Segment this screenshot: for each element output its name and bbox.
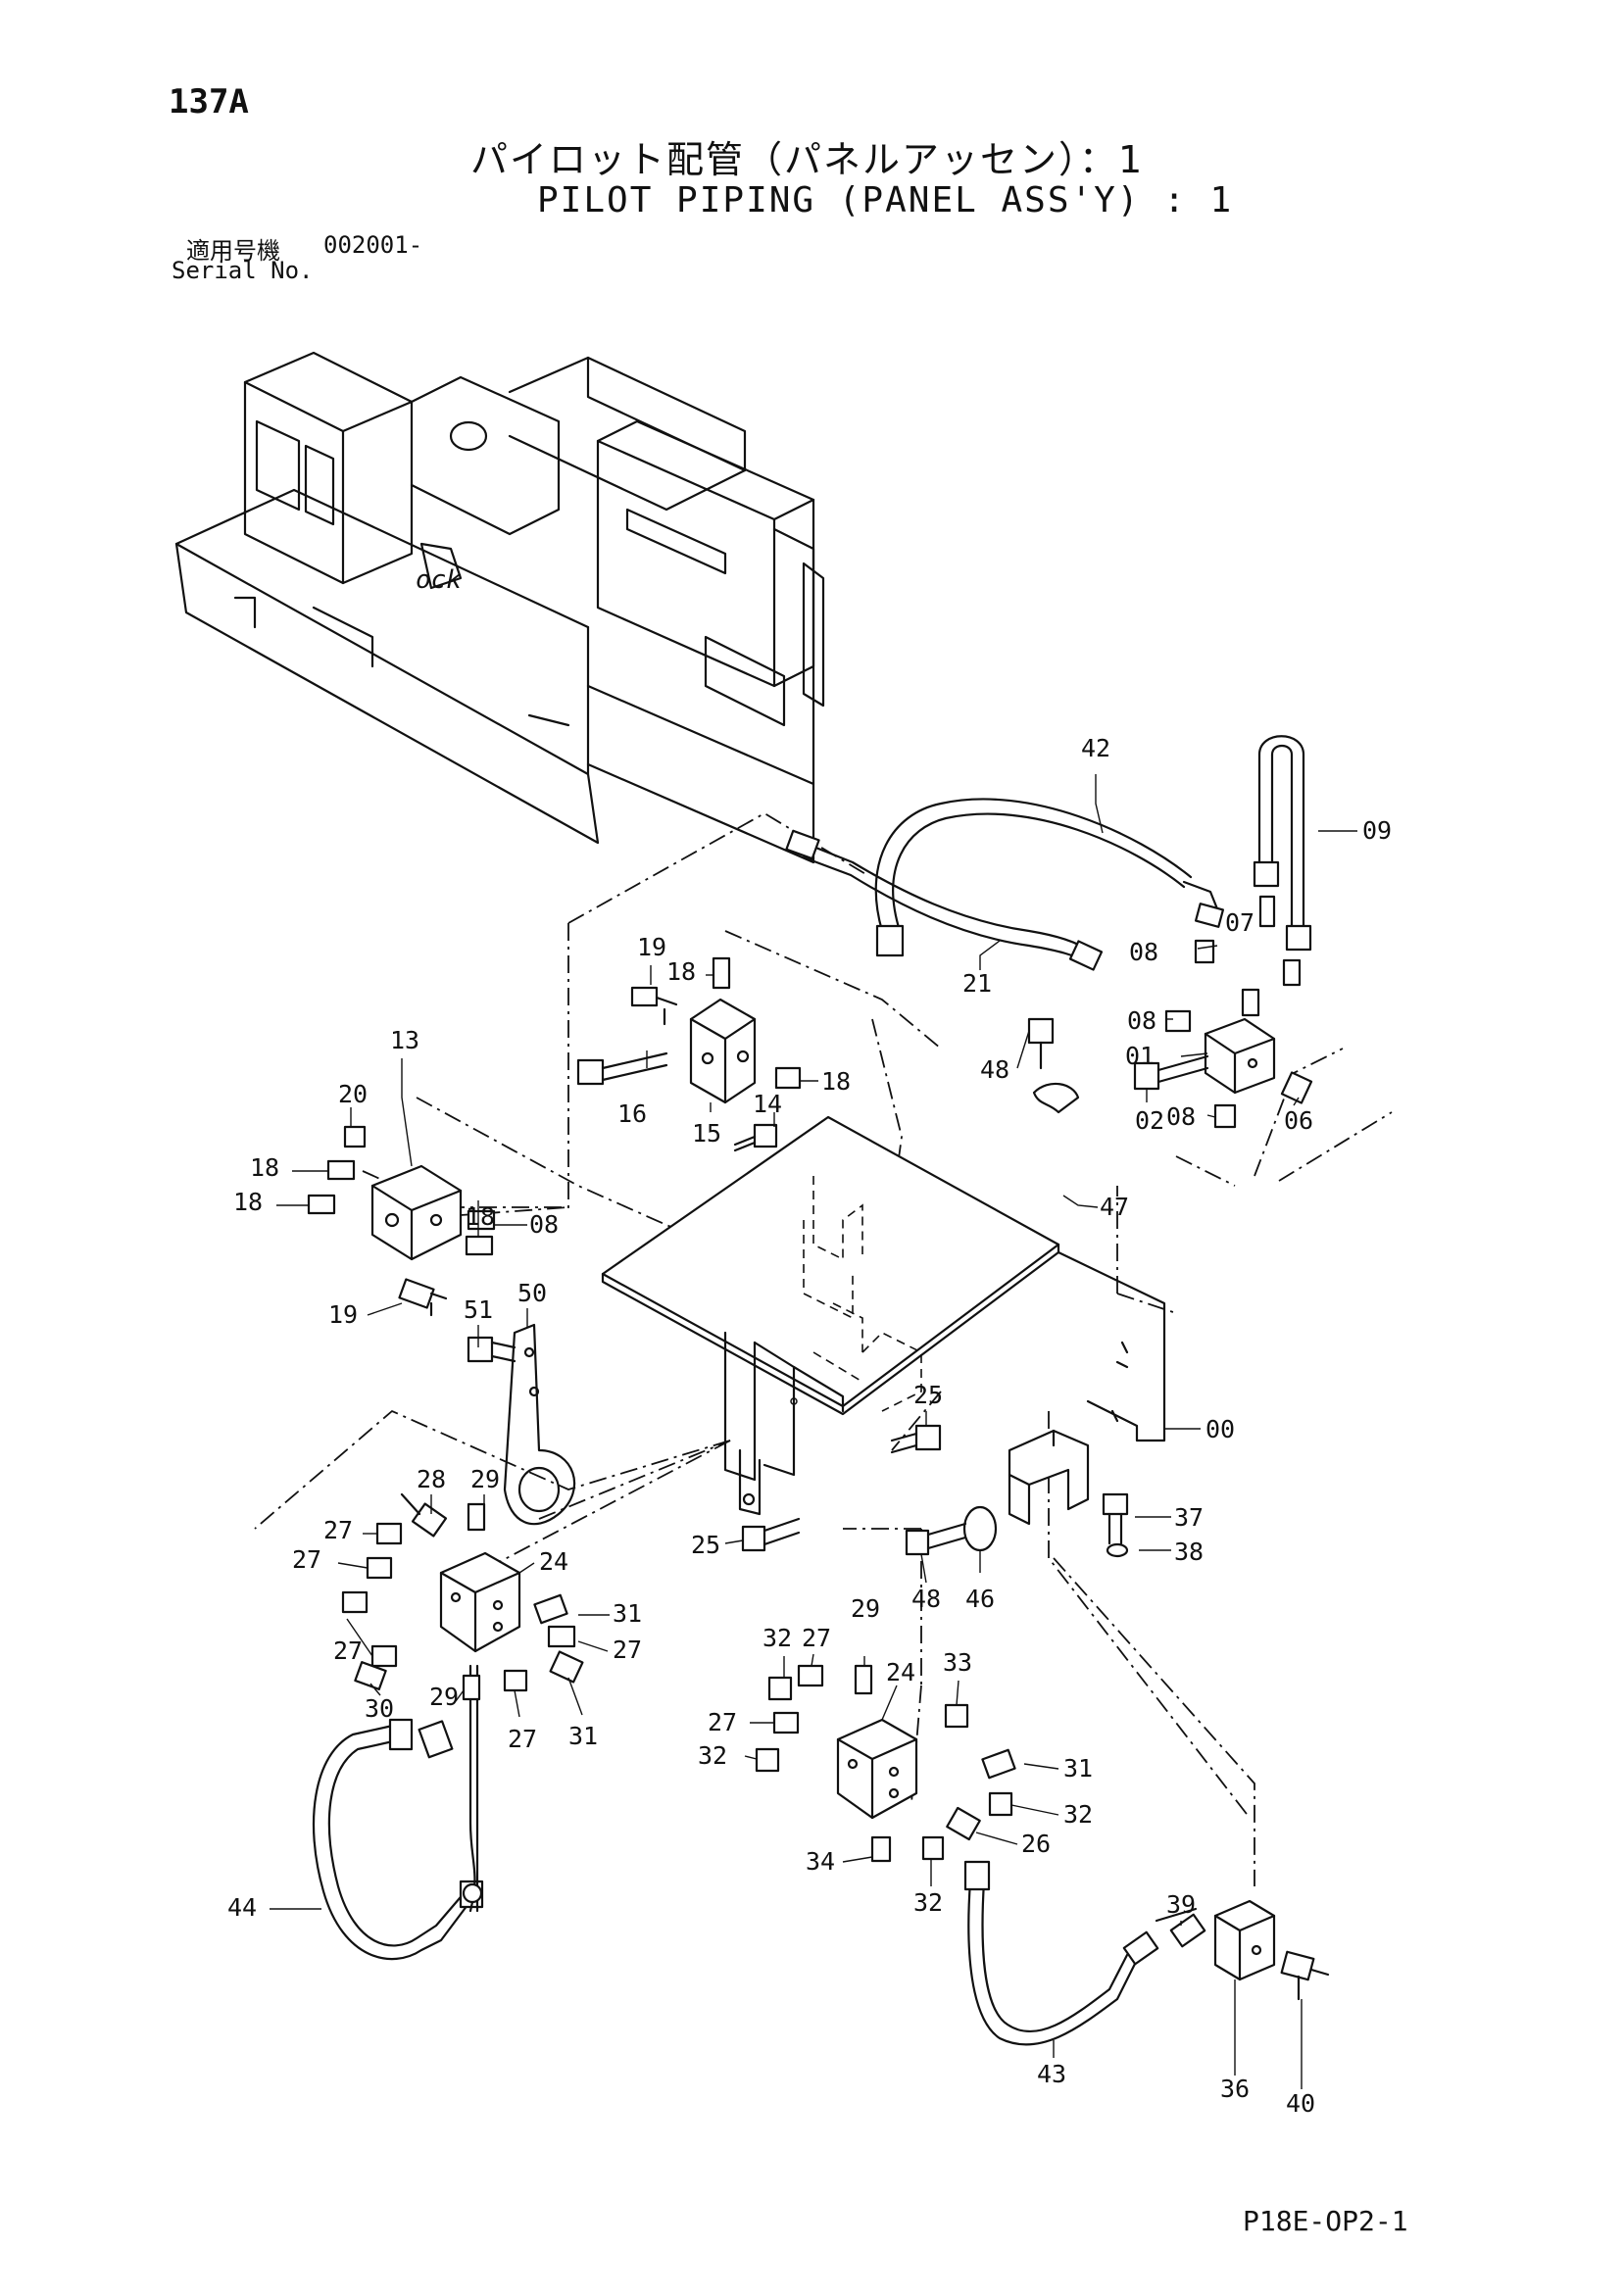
callout-27-d: 27 xyxy=(613,1636,642,1664)
drawing-code: P18E-OP2-1 xyxy=(1243,2205,1408,2237)
callout-31-b: 31 xyxy=(568,1722,598,1750)
callout-29-c: 29 xyxy=(851,1594,880,1623)
callout-29-a: 29 xyxy=(470,1465,500,1493)
callout-44: 44 xyxy=(227,1893,257,1922)
callout-33: 33 xyxy=(943,1648,972,1677)
callout-38: 38 xyxy=(1174,1538,1204,1566)
callout-42: 42 xyxy=(1081,734,1110,762)
callout-51: 51 xyxy=(464,1295,493,1324)
block-36 xyxy=(1155,1899,1330,2001)
callout-leaders xyxy=(270,774,1357,2089)
callout-36: 36 xyxy=(1220,2075,1250,2103)
callout-19-a: 19 xyxy=(637,933,666,961)
callout-32-b: 32 xyxy=(698,1741,727,1770)
callout-25-a: 25 xyxy=(913,1381,943,1409)
callout-15: 15 xyxy=(692,1119,721,1148)
callout-18-a: 18 xyxy=(666,957,696,986)
callout-32-c: 32 xyxy=(1063,1800,1093,1829)
callout-40: 40 xyxy=(1286,2089,1315,2118)
callout-34: 34 xyxy=(806,1847,835,1876)
callout-numbers: 42 09 21 07 08 08 01 08 06 02 19 18 16 1… xyxy=(227,734,1392,2118)
callout-16: 16 xyxy=(617,1099,647,1128)
callout-13: 13 xyxy=(390,1026,419,1054)
callout-27-a: 27 xyxy=(323,1516,353,1544)
block-15 xyxy=(576,956,802,1152)
callout-14: 14 xyxy=(753,1090,782,1118)
callout-18-d: 18 xyxy=(233,1188,263,1216)
callout-25-b: 25 xyxy=(691,1531,720,1559)
block-24-center xyxy=(755,1664,1016,1863)
callout-27-b: 27 xyxy=(292,1545,321,1574)
callout-27-e: 27 xyxy=(508,1725,537,1753)
callout-19-b: 19 xyxy=(328,1300,358,1329)
callout-50: 50 xyxy=(517,1279,547,1307)
callout-37: 37 xyxy=(1174,1503,1204,1532)
callout-46: 46 xyxy=(965,1585,995,1613)
callout-24-a: 24 xyxy=(539,1547,568,1576)
callout-32-a: 32 xyxy=(762,1624,792,1652)
callout-48-a: 48 xyxy=(980,1055,1009,1084)
callout-32-d: 32 xyxy=(913,1888,943,1917)
callout-39: 39 xyxy=(1166,1890,1196,1919)
callout-08-d: 08 xyxy=(529,1210,559,1239)
callout-26: 26 xyxy=(1021,1830,1051,1858)
title-english: PILOT PIPING (PANEL ASS'Y) : 1 xyxy=(537,180,1234,220)
callout-31-a: 31 xyxy=(613,1599,642,1628)
callout-27-g: 27 xyxy=(708,1708,737,1736)
callout-08-a: 08 xyxy=(1129,938,1158,966)
panel-plate xyxy=(601,1115,1166,1516)
callout-21: 21 xyxy=(962,969,992,998)
callout-48-b: 48 xyxy=(911,1585,941,1613)
callout-02: 02 xyxy=(1135,1106,1164,1135)
callout-31-c: 31 xyxy=(1063,1754,1093,1783)
hoses-upper xyxy=(785,735,1312,987)
control-panel-location-icon: ock xyxy=(416,565,462,595)
serial-label-japanese: 適用号機 xyxy=(186,237,280,265)
callout-06: 06 xyxy=(1284,1106,1313,1135)
hose-43 xyxy=(963,1860,1206,2046)
callout-00: 00 xyxy=(1205,1415,1235,1443)
callout-01: 01 xyxy=(1125,1042,1155,1070)
block-24-left xyxy=(341,1492,584,1701)
hose-44 xyxy=(312,1664,484,1961)
callout-24-b: 24 xyxy=(886,1658,915,1686)
callout-29-b: 29 xyxy=(429,1683,459,1711)
callout-27-c: 27 xyxy=(333,1637,363,1665)
callout-47: 47 xyxy=(1100,1193,1129,1221)
page-number: 137A xyxy=(169,82,249,122)
callout-30: 30 xyxy=(365,1694,394,1723)
callout-43: 43 xyxy=(1037,2060,1066,2088)
callout-08-b: 08 xyxy=(1127,1006,1156,1035)
title-japanese: パイロット配管（パネルアッセン）：1 xyxy=(470,138,1145,181)
callout-28: 28 xyxy=(417,1465,446,1493)
block-13 xyxy=(307,1125,496,1317)
callout-18-e: 18 xyxy=(466,1202,495,1231)
machine-overview: ock xyxy=(174,351,825,864)
callout-09: 09 xyxy=(1362,816,1392,845)
callout-18-b: 18 xyxy=(821,1067,851,1096)
callout-18-c: 18 xyxy=(250,1153,279,1182)
block-01 xyxy=(1133,939,1313,1129)
callout-08-c: 08 xyxy=(1166,1102,1196,1131)
callout-20: 20 xyxy=(338,1080,368,1108)
callout-27-f: 27 xyxy=(802,1624,831,1652)
serial-label-english: Serial No. xyxy=(172,257,314,284)
bracket-50 xyxy=(467,1323,576,1526)
fasteners-25-37-38-46-47-48 xyxy=(741,1017,1129,1558)
serial-number-value: 002001- xyxy=(323,231,423,259)
callout-07: 07 xyxy=(1225,908,1254,937)
